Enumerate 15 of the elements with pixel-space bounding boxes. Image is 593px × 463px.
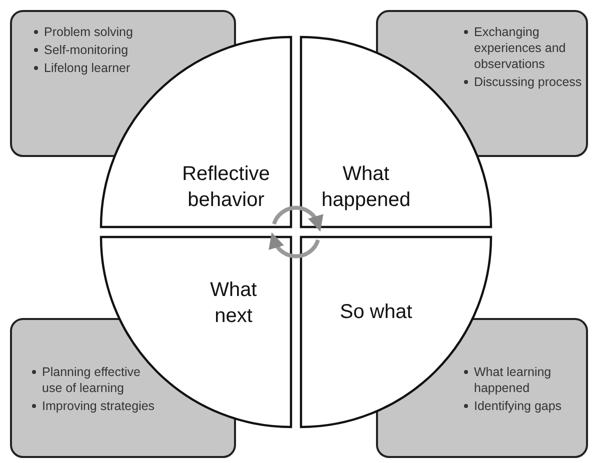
bullet-item: Discussing process xyxy=(462,74,584,90)
quadrant-label: Reflective behavior xyxy=(181,162,271,213)
bullet-item: Exchanging experiences and observations xyxy=(462,24,584,72)
quadrant-label: What happened xyxy=(320,162,412,213)
bullet-item: Identifying gaps xyxy=(462,398,580,414)
bullet-item: Improving strategies xyxy=(30,398,158,414)
bullet-item: Self-monitoring xyxy=(32,42,172,58)
quadrant-label: So what xyxy=(338,300,414,325)
bullet-item: Planning effective use of learning xyxy=(30,364,158,396)
cycle-arrow xyxy=(272,206,323,232)
bullet-item: Problem solving xyxy=(32,24,172,40)
bullet-item: What learning happened xyxy=(462,364,580,396)
bullet-item: Lifelong learner xyxy=(32,60,172,76)
quadrant-label: What next xyxy=(209,278,258,329)
cycle-arrow xyxy=(269,232,320,258)
